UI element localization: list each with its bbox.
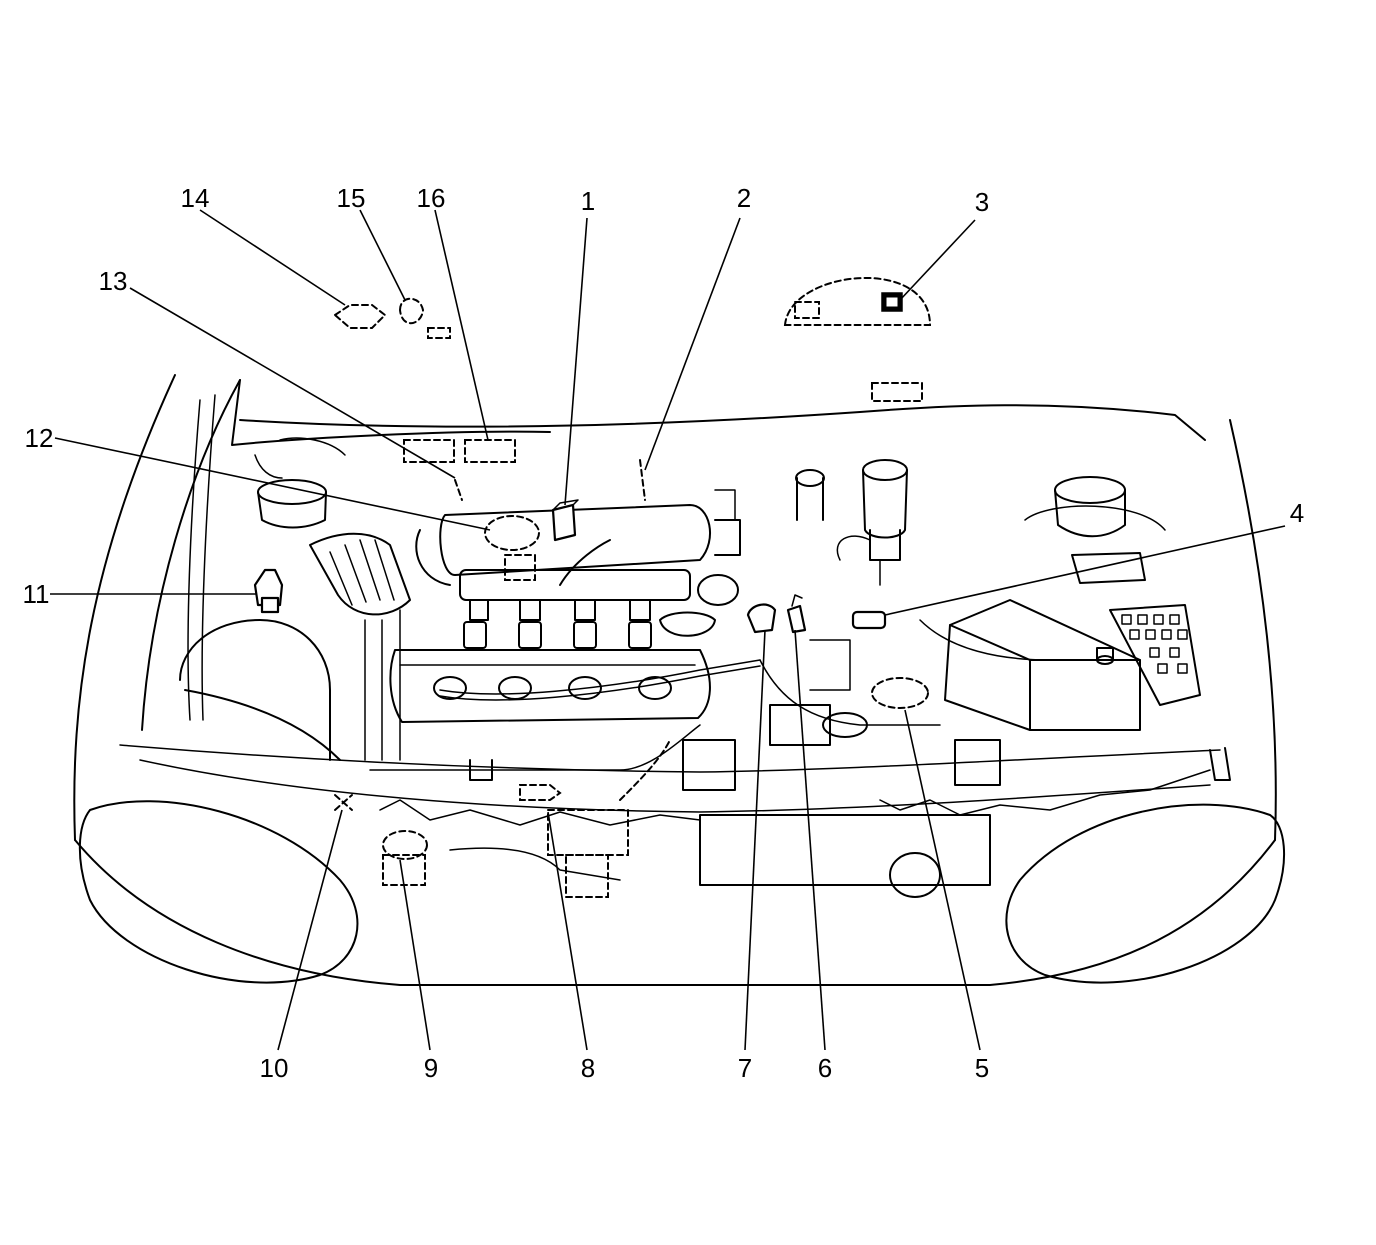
battery <box>944 599 1141 731</box>
callout-7: 7 <box>738 1053 752 1083</box>
callout-12: 12 <box>25 423 54 453</box>
component-6-sensor <box>786 604 807 634</box>
radiator-support <box>369 724 1231 898</box>
hidden-components <box>333 276 932 898</box>
left-headlamp <box>78 800 359 984</box>
callout-5: 5 <box>975 1053 989 1083</box>
component-4-sensor <box>851 610 887 630</box>
callout-labels: 1 2 3 4 5 6 7 8 9 10 11 12 13 14 15 16 <box>23 183 1305 1083</box>
callout-13: 13 <box>99 266 128 296</box>
callout-10: 10 <box>260 1053 289 1083</box>
callout-9: 9 <box>424 1053 438 1083</box>
component-1-sensor <box>551 503 577 542</box>
callout-16: 16 <box>417 183 446 213</box>
highlighted-components <box>253 292 903 634</box>
callout-14: 14 <box>181 183 210 213</box>
callout-3: 3 <box>975 187 989 217</box>
vehicle-body-outline <box>73 374 1277 986</box>
brake-fluid-reservoir <box>795 459 908 586</box>
right-headlamp <box>1005 803 1286 984</box>
right-strut-tower <box>1024 476 1166 538</box>
component-11-sensor <box>253 568 284 607</box>
callout-6: 6 <box>818 1053 832 1083</box>
air-intake-hose <box>179 532 411 761</box>
callout-11: 11 <box>23 579 50 609</box>
callout-2: 2 <box>737 183 751 213</box>
intake-manifold <box>415 489 741 621</box>
callout-4: 4 <box>1290 498 1304 528</box>
leader-lines <box>50 209 1286 1051</box>
underhood-fuse-box <box>1071 552 1201 706</box>
transaxle-area <box>759 619 1051 786</box>
callout-15: 15 <box>337 183 366 213</box>
fuel-injectors <box>463 621 652 649</box>
left-strut-tower <box>254 437 346 529</box>
callout-1: 1 <box>581 186 595 216</box>
component-7-sensor <box>746 603 777 634</box>
callout-8: 8 <box>581 1053 595 1083</box>
valve-cover <box>364 609 761 761</box>
